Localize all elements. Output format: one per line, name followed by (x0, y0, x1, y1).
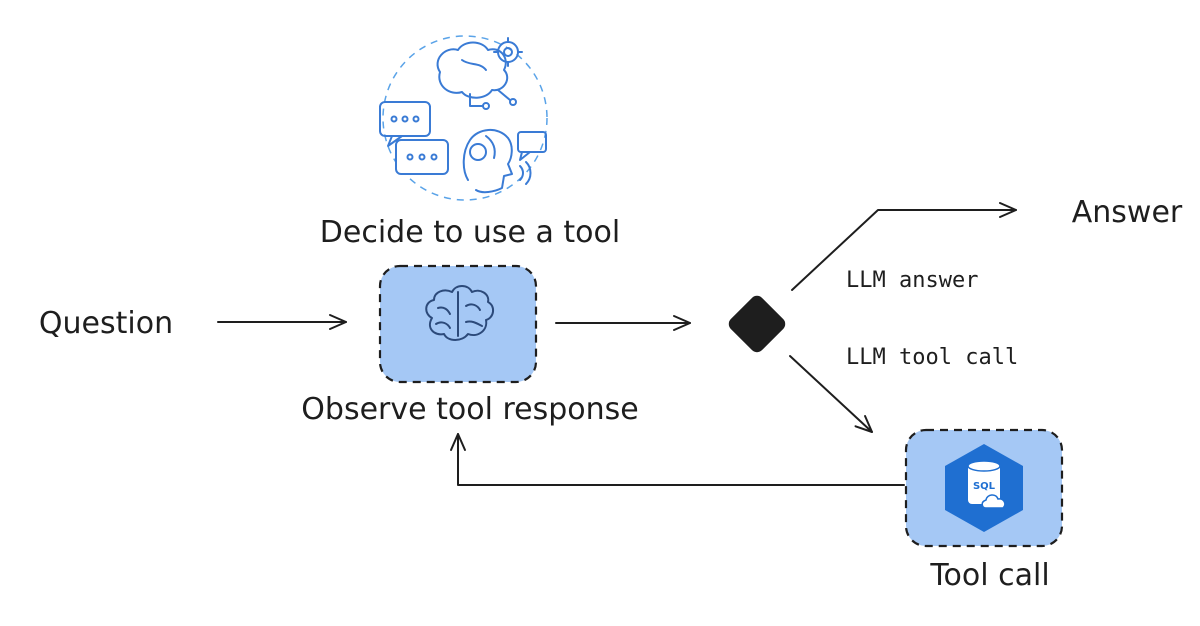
answer-label: Answer (1072, 195, 1183, 230)
edge-label-llm-tool-call: LLM tool call (846, 345, 1018, 370)
decide-tool-label: Decide to use a tool (320, 215, 620, 250)
ai-assistant-illustration-icon (379, 35, 548, 201)
robot-head-icon (462, 129, 547, 194)
llm-node[interactable] (378, 264, 538, 384)
arrow-decision-to-answer (791, 202, 1017, 291)
arrow-tool-to-llm (450, 433, 905, 486)
tool-call-label: Tool call (929, 558, 1049, 593)
observe-tool-label: Observe tool response (301, 392, 638, 427)
question-label: Question (39, 306, 173, 341)
brain-gear-icon (436, 37, 523, 110)
arrow-decision-to-tool (789, 355, 873, 433)
brain-icon (425, 285, 494, 341)
sql-database-cloud-icon: SQL (945, 444, 1023, 532)
edge-label-llm-answer: LLM answer (846, 268, 978, 293)
tool-call-node[interactable]: SQL (904, 428, 1064, 548)
sql-icon-text: SQL (973, 481, 996, 492)
decision-diamond[interactable] (726, 293, 788, 355)
chat-bubbles-icon (379, 101, 449, 175)
